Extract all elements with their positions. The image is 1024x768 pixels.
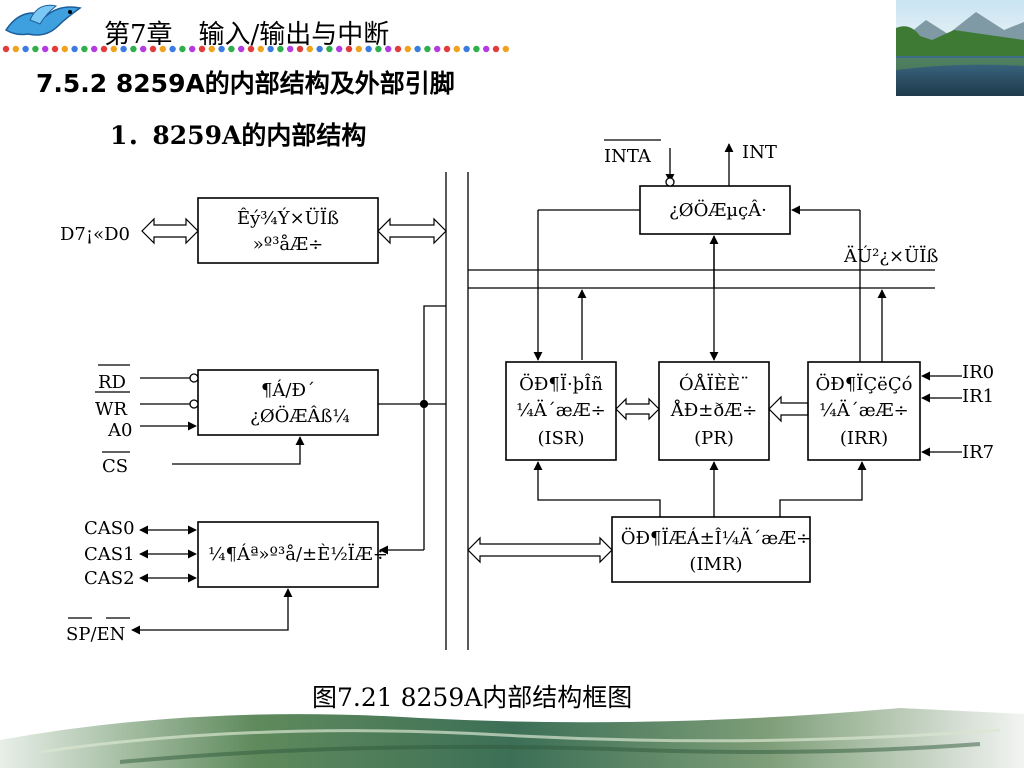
- decorative-dot: [238, 45, 245, 53]
- decorative-dot: [453, 45, 460, 53]
- decorative-dot: [463, 45, 470, 53]
- pin-a0: A0: [107, 420, 132, 441]
- decorative-dots: [2, 45, 509, 53]
- decorative-dot: [140, 45, 147, 53]
- decorative-dot: [394, 45, 402, 53]
- decorative-dot: [483, 45, 490, 53]
- decorative-bottom-band: [0, 708, 1024, 768]
- decorative-dot: [81, 45, 88, 53]
- decorative-dot: [443, 45, 451, 53]
- bird-logo-icon: [4, 4, 82, 36]
- decorative-dot: [502, 45, 509, 53]
- block-diagram: Êý¾Ý×ÜÏß »º³åÆ÷ ¶Á/Ð´ ¿ØÖÆÂß¼­ ¼¶Áª»º³å/…: [60, 139, 994, 650]
- decorative-dot: [355, 45, 362, 53]
- decorative-dot: [336, 45, 343, 53]
- decorative-dot: [375, 45, 382, 53]
- rw-logic-line1: ¶Á/Ð´: [261, 378, 315, 401]
- internal-bus-label: ÄÚ²¿×ÜÏß: [843, 244, 938, 267]
- isr-line1: ÖÐ¶Ï·þÎñ: [519, 372, 603, 395]
- subtitle: 1．8259A的内部结构: [110, 121, 367, 150]
- section-title: 7.5.2 8259A的内部结构及外部引脚: [36, 69, 455, 98]
- decorative-dot: [100, 45, 108, 53]
- pr-line2: ÅÐ±ðÆ÷: [670, 399, 758, 421]
- decorative-dot: [189, 45, 196, 53]
- decorative-dot: [267, 45, 274, 53]
- decorative-dot: [198, 45, 206, 53]
- decorative-dot: [277, 45, 284, 53]
- pin-sp-en: SP/EN: [66, 624, 125, 645]
- pin-wr: WR: [95, 399, 128, 420]
- irr-line1: ÖÐ¶ÏÇëÇó: [816, 372, 913, 395]
- decorative-dot: [42, 45, 49, 53]
- pin-cs: CS: [102, 456, 128, 477]
- decorative-dot: [316, 45, 323, 53]
- pr-line1: ÓÅÏÈÈ¨: [679, 372, 749, 395]
- pin-cas0: CAS0: [84, 518, 135, 539]
- decorative-dot: [228, 45, 235, 53]
- figure-caption: 图7.21 8259A内部结构框图: [312, 683, 633, 712]
- pin-int: INT: [742, 142, 777, 163]
- irr-line2: ¼Ä´æÆ÷: [819, 398, 908, 421]
- decorative-dot: [404, 45, 411, 53]
- decorative-dot: [71, 45, 78, 53]
- decorative-dot: [326, 45, 333, 53]
- pin-ir7: IR7: [962, 442, 994, 463]
- rw-logic-line2: ¿ØÖÆÂß¼­: [250, 404, 350, 427]
- decorative-dot: [149, 45, 157, 53]
- decorative-dot: [61, 45, 68, 53]
- decorative-dot: [296, 45, 304, 53]
- decorative-dot: [473, 45, 480, 53]
- decorative-dot: [345, 45, 353, 53]
- landscape-image: [896, 0, 1024, 96]
- decorative-dot: [159, 45, 166, 53]
- irr-line3: (IRR): [840, 428, 888, 449]
- isr-line2: ¼Ä´æÆ÷: [516, 398, 605, 421]
- decorative-dot: [365, 45, 372, 53]
- imr-line2: (IMR): [689, 554, 742, 575]
- chapter-title: 第7章 输入/输出与中断: [104, 20, 390, 50]
- decorative-dot: [247, 45, 255, 53]
- decorative-dot: [169, 45, 176, 53]
- decorative-dot: [306, 45, 313, 53]
- decorative-dot: [51, 45, 59, 53]
- control-logic-label: ¿ØÖÆµçÂ·: [669, 198, 767, 221]
- decorative-dot: [208, 45, 215, 53]
- isr-line3: (ISR): [537, 428, 584, 449]
- decorative-dot: [218, 45, 225, 53]
- decorative-dot: [179, 45, 186, 53]
- decorative-dot: [110, 45, 118, 53]
- decorative-dot: [414, 45, 421, 53]
- pin-inta: INTA: [604, 146, 652, 167]
- pin-rd: RD: [98, 372, 126, 393]
- decorative-dot: [91, 45, 98, 53]
- decorative-dot: [120, 45, 127, 53]
- decorative-dot: [257, 45, 264, 53]
- pin-ir0: IR0: [962, 362, 994, 383]
- decorative-dot: [2, 45, 10, 53]
- decorative-dot: [492, 45, 500, 53]
- pin-cas2: CAS2: [84, 568, 135, 589]
- decorative-dot: [424, 45, 431, 53]
- imr-line1: ÖÐ¶ÏÆÁ±Î¼Ä´æÆ÷: [621, 526, 812, 549]
- decorative-dot: [130, 45, 137, 53]
- pr-line3: (PR): [694, 428, 734, 449]
- pin-data-bus: D7¡«D0: [60, 224, 130, 245]
- decorative-dot: [32, 45, 39, 53]
- pin-cas1: CAS1: [84, 544, 135, 565]
- pin-ir1: IR1: [962, 386, 994, 407]
- decorative-dot: [287, 45, 294, 53]
- cascade-buffer-label: ¼¶Áª»º³å/±È½ÏÆ÷: [208, 542, 388, 565]
- data-bus-buffer-line1: Êý¾Ý×ÜÏß: [237, 206, 339, 229]
- decorative-dot: [385, 45, 392, 53]
- decorative-dot: [12, 45, 19, 53]
- data-bus-buffer-line2: »º³åÆ÷: [253, 233, 324, 255]
- decorative-dot: [434, 45, 441, 53]
- decorative-dot: [22, 45, 29, 53]
